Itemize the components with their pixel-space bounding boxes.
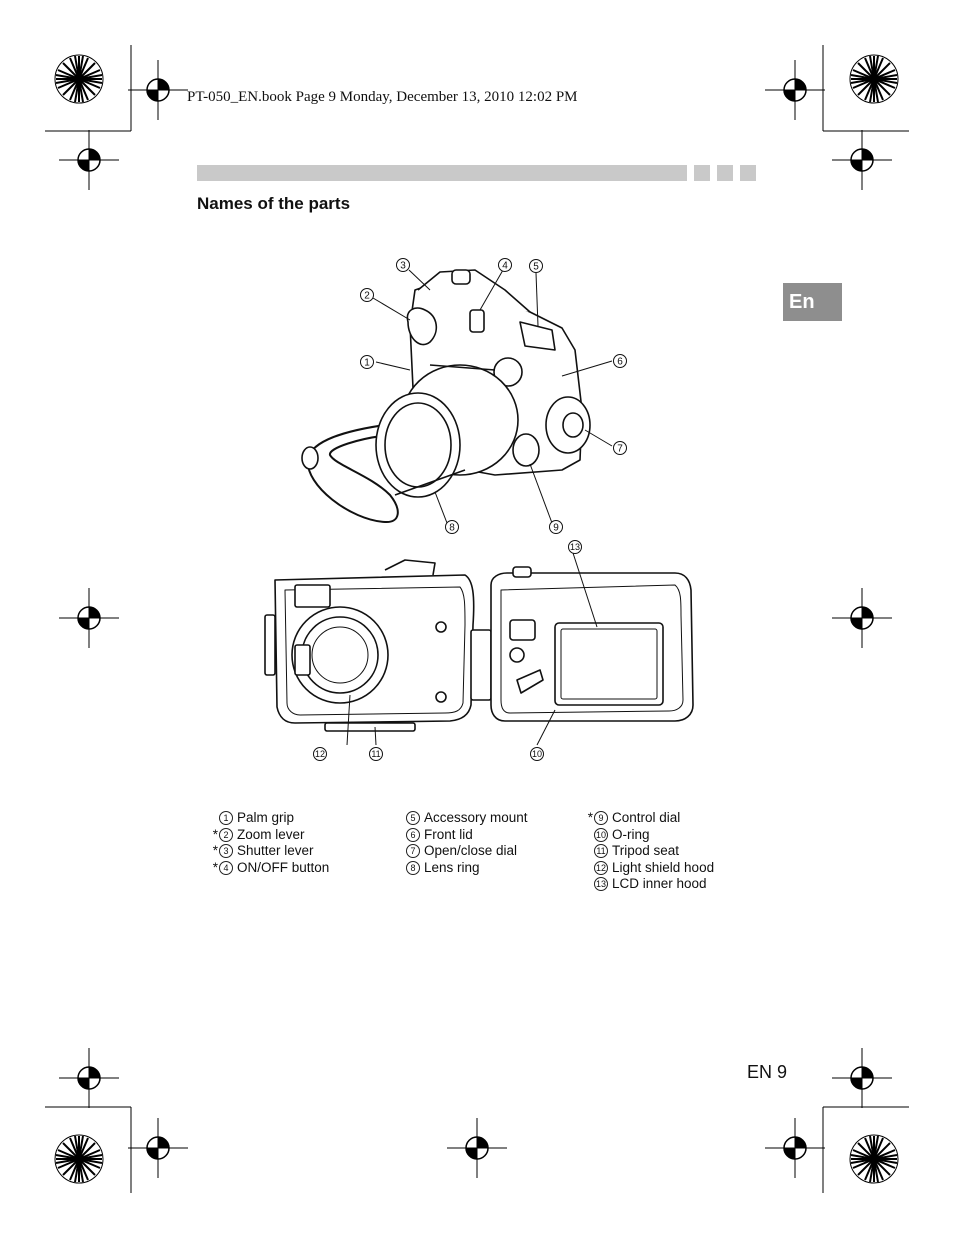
legend-number: 7	[406, 844, 420, 859]
page-number: EN 9	[747, 1062, 788, 1082]
legend-label: Palm grip	[237, 810, 295, 825]
legend-label: Light shield hood	[612, 859, 715, 875]
legend-item: 10 O-ring	[583, 827, 714, 844]
legend-label: Front lid	[424, 826, 473, 842]
callout-1: 1	[364, 358, 370, 369]
legend-item: 6 Front lid	[395, 827, 528, 844]
legend-label: Shutter lever	[237, 843, 314, 858]
legend-label: LCD inner hood	[612, 876, 707, 891]
legend-item: *4 ON/OFF button	[208, 860, 329, 877]
legend-label: Tripod seat	[612, 843, 680, 858]
callout-12: 12	[315, 749, 325, 759]
legend-number: 8	[406, 860, 420, 875]
legend-item: 8 Lens ring	[395, 860, 528, 877]
callout-3: 3	[400, 261, 406, 272]
legend-number: 3	[219, 844, 233, 859]
legend-item: 5 Accessory mount	[395, 810, 528, 827]
legend-item: *9 Control dial	[583, 810, 714, 827]
callout-7: 7	[617, 444, 623, 455]
callout-2: 2	[364, 291, 370, 302]
section-square	[717, 165, 733, 181]
legend-item: 7 Open/close dial	[395, 843, 528, 860]
callout-13: 13	[570, 542, 580, 552]
callout-6: 6	[617, 357, 623, 368]
legend-star: *	[212, 826, 218, 842]
legend-number: 13	[594, 877, 608, 892]
legend-label: Accessory mount	[424, 810, 528, 825]
legend-number: 10	[594, 827, 608, 842]
language-tab: En	[783, 283, 842, 321]
section-title: Names of the parts	[197, 194, 351, 213]
book-file-header: PT-050_EN.book Page 9 Monday, December 1…	[187, 89, 578, 105]
legend-item: 11 Tripod seat	[583, 843, 714, 860]
legend-column-2: 5 Accessory mount 6 Front lid 7 Open/close …	[395, 810, 528, 876]
section-bar	[197, 165, 687, 181]
legend-item: *2 Zoom lever	[208, 827, 329, 844]
legend-number: 9	[594, 811, 608, 826]
legend-item: 12 Light shield hood	[583, 860, 714, 877]
legend-label: Open/close dial	[424, 843, 518, 858]
legend-column-3: *9 Control dial 10 O-ring 11 Tripod seat 12…	[583, 810, 714, 893]
legend-number: 5	[406, 811, 420, 826]
legend-number: 11	[594, 844, 608, 859]
legend-label: Control dial	[612, 810, 681, 825]
callout-9: 9	[553, 523, 559, 534]
legend-number: 4	[219, 860, 233, 875]
section-square	[740, 165, 756, 181]
callout-4: 4	[502, 261, 508, 272]
legend-item: 1 Palm grip	[208, 810, 329, 827]
legend-number: 6	[406, 827, 420, 842]
legend-number: 1	[219, 811, 233, 826]
legend-label: ON/OFF button	[237, 859, 330, 875]
callout-10: 10	[532, 749, 542, 759]
housing-open-illustration: 12 11 10 13	[264, 540, 694, 761]
legend-number: 2	[219, 827, 233, 842]
legend-label: Lens ring	[424, 859, 480, 875]
legend-item: *3 Shutter lever	[208, 843, 329, 860]
callout-11: 11	[371, 749, 380, 759]
legend-item: 13 LCD inner hood	[583, 876, 714, 893]
section-square	[694, 165, 710, 181]
legend-label: Zoom lever	[237, 826, 305, 842]
legend-star: *	[587, 810, 593, 825]
callout-8: 8	[449, 523, 455, 534]
language-tab-label: En	[789, 290, 815, 313]
legend-star: *	[212, 859, 218, 875]
legend-number: 12	[594, 860, 608, 875]
callout-5: 5	[533, 262, 539, 273]
legend-label: O-ring	[612, 826, 650, 842]
housing-front-illustration: 1 2 3 4 5 6 7 8 9	[301, 258, 627, 534]
legend-star: *	[212, 843, 218, 858]
